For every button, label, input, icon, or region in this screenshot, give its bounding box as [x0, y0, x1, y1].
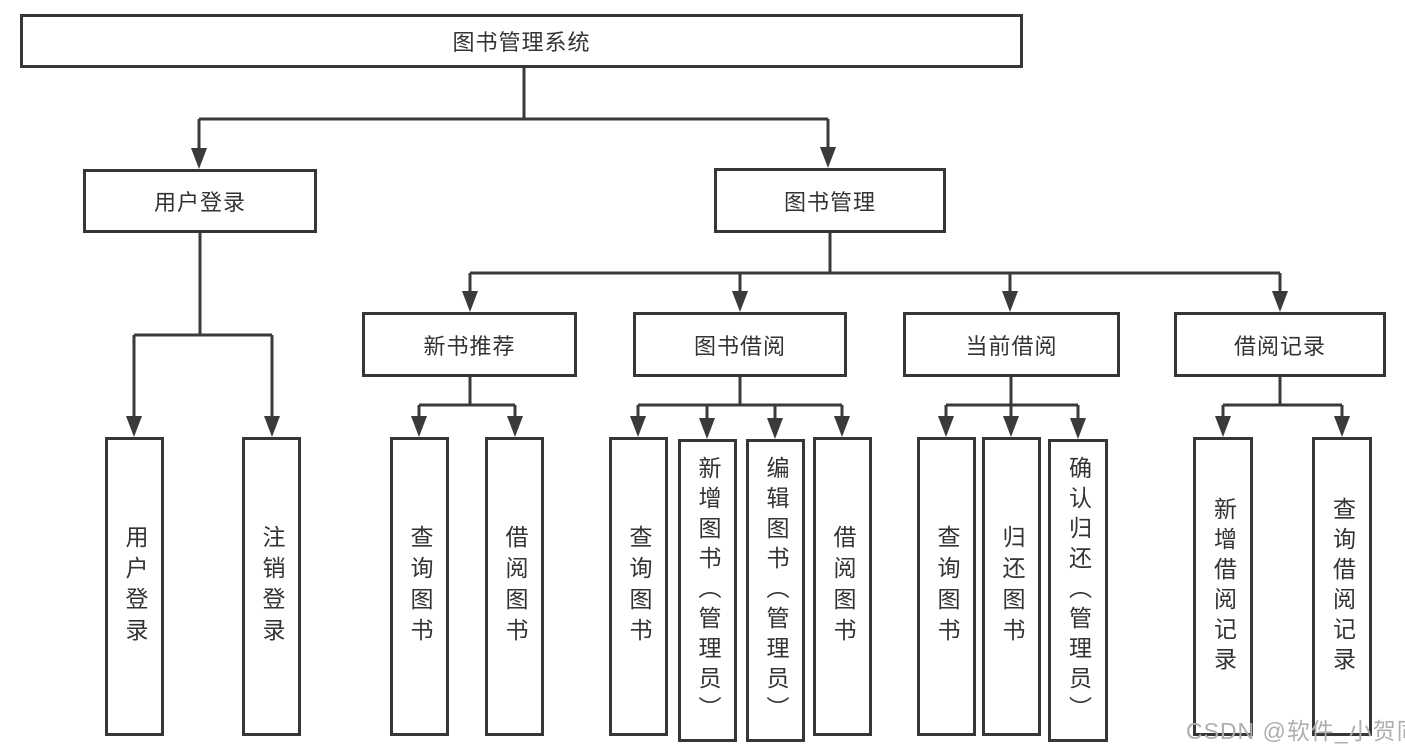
leaf-logout: 注销登录 [242, 437, 301, 736]
leaf-label: 查询图书 [407, 524, 433, 649]
leaf-label: 编辑图书（管理员） [763, 455, 789, 726]
node-label: 图书管理系统 [452, 30, 591, 55]
leaf-add-borrow-record: 新增借阅记录 [1193, 437, 1253, 736]
leaf-label: 借阅图书 [502, 524, 528, 649]
leaf-label: 归还图书 [999, 524, 1025, 649]
leaf-label: 注销登录 [259, 524, 285, 649]
leaf-label: 查询图书 [934, 524, 960, 649]
leaf-label: 确认归还（管理员） [1065, 455, 1092, 726]
leaf-label: 新增图书（管理员） [695, 455, 721, 726]
node-library-management-system: 图书管理系统 [20, 14, 1023, 68]
leaf-borrow-books-borrowing: 借阅图书 [813, 437, 872, 736]
node-current-borrowing: 当前借阅 [903, 312, 1120, 377]
leaf-query-books-borrowing: 查询图书 [609, 437, 668, 736]
node-label: 图书借阅 [693, 333, 786, 359]
leaf-query-books-current: 查询图书 [917, 437, 976, 736]
node-book-management: 图书管理 [714, 168, 946, 233]
leaf-label: 用户登录 [122, 524, 148, 649]
leaf-query-books-recommend: 查询图书 [390, 437, 449, 736]
watermark: CSDN @软件_小贺同学 [1186, 718, 1405, 744]
node-book-borrowing: 图书借阅 [633, 312, 847, 377]
leaf-label: 查询借阅记录 [1329, 496, 1356, 677]
leaf-query-borrow-record: 查询借阅记录 [1312, 437, 1372, 736]
node-borrowing-records: 借阅记录 [1174, 312, 1386, 377]
leaf-add-book-admin: 新增图书（管理员） [678, 439, 737, 742]
node-label: 用户登录 [153, 190, 246, 215]
leaf-return-book: 归还图书 [982, 437, 1041, 736]
leaf-edit-book-admin: 编辑图书（管理员） [746, 439, 805, 742]
leaf-confirm-return-admin: 确认归还（管理员） [1048, 439, 1108, 742]
leaf-borrow-books-recommend: 借阅图书 [485, 437, 544, 736]
node-user-login: 用户登录 [83, 169, 317, 233]
node-label: 借阅记录 [1233, 333, 1326, 359]
leaf-label: 借阅图书 [830, 524, 856, 649]
node-label: 当前借阅 [965, 333, 1058, 359]
node-label: 图书管理 [783, 189, 876, 215]
leaf-label: 查询图书 [626, 524, 652, 649]
leaf-label: 新增借阅记录 [1210, 496, 1237, 677]
leaf-user-login: 用户登录 [105, 437, 164, 736]
node-label: 新书推荐 [423, 333, 516, 359]
node-new-book-recommendation: 新书推荐 [362, 312, 577, 377]
